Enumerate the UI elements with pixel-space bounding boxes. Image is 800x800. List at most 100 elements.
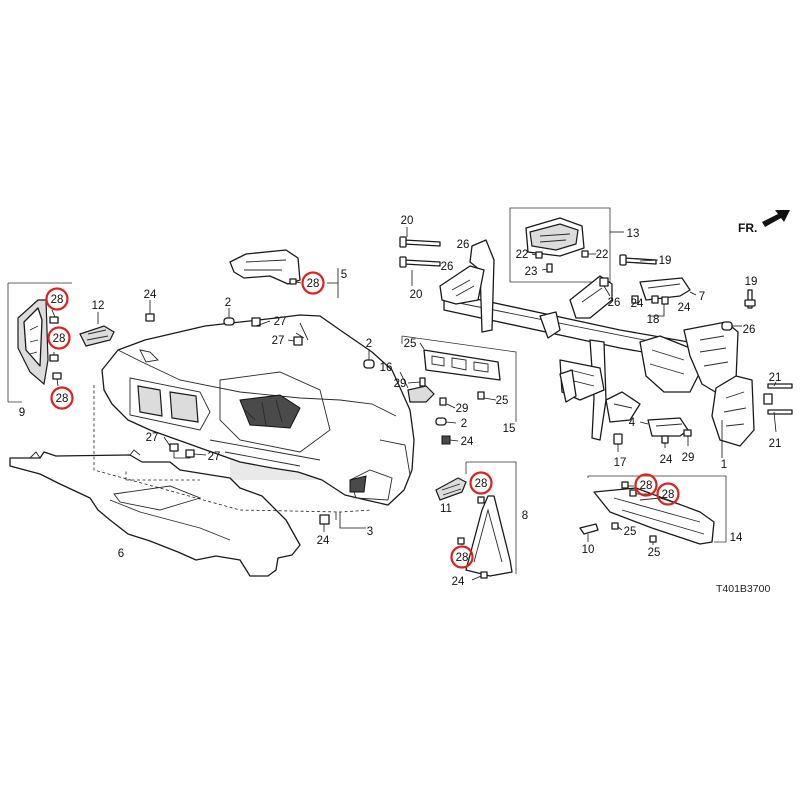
callout-number: 25 bbox=[496, 395, 509, 407]
part-15-center-bracket bbox=[399, 335, 517, 445]
callout-17: 17 bbox=[614, 457, 627, 469]
callout-28: 28 bbox=[634, 473, 658, 497]
part-7-bracket bbox=[599, 277, 697, 317]
callout-number: 28 bbox=[53, 333, 66, 345]
callout-25: 25 bbox=[496, 395, 509, 407]
highlight-ring bbox=[45, 287, 69, 311]
callout-22: 22 bbox=[516, 249, 529, 261]
part-3-dashboard bbox=[101, 314, 415, 506]
bolts-20 bbox=[399, 227, 441, 286]
callout-number: 22 bbox=[516, 249, 529, 261]
callout-3: 3 bbox=[367, 526, 373, 538]
callout-22: 22 bbox=[596, 249, 609, 261]
callout-number: 9 bbox=[19, 407, 25, 419]
callout-28: 28 bbox=[50, 386, 74, 410]
callout-number: 29 bbox=[682, 452, 695, 464]
callout-number: 20 bbox=[401, 215, 414, 227]
callout-number: 28 bbox=[640, 480, 653, 492]
callout-27: 27 bbox=[274, 316, 287, 328]
callout-number: 17 bbox=[614, 457, 627, 469]
callout-number: 25 bbox=[624, 526, 637, 538]
callout-number: 28 bbox=[475, 478, 488, 490]
callout-number: 23 bbox=[525, 266, 538, 278]
front-direction-label: FR. bbox=[738, 221, 757, 235]
callout-5: 5 bbox=[341, 269, 347, 281]
callout-14: 14 bbox=[730, 532, 743, 544]
small-fasteners-top bbox=[145, 300, 375, 369]
callout-4: 4 bbox=[629, 417, 636, 429]
callout-number: 3 bbox=[367, 526, 373, 538]
callout-number: 7 bbox=[699, 291, 705, 303]
callout-19: 19 bbox=[659, 255, 672, 267]
callout-19: 19 bbox=[745, 276, 758, 288]
callout-7: 7 bbox=[699, 291, 705, 303]
highlight-ring bbox=[469, 471, 493, 495]
highlight-ring bbox=[450, 545, 474, 569]
callout-26: 26 bbox=[608, 297, 621, 309]
callout-number: 26 bbox=[457, 239, 470, 251]
callout-25: 25 bbox=[624, 526, 637, 538]
callout-25: 25 bbox=[404, 338, 417, 350]
front-direction-arrow: FR. bbox=[738, 210, 790, 235]
callout-28: 28 bbox=[47, 326, 71, 350]
callout-24: 24 bbox=[660, 454, 673, 466]
callout-number: 27 bbox=[274, 316, 287, 328]
bolt-19-upper bbox=[619, 254, 659, 266]
callout-24: 24 bbox=[317, 535, 330, 547]
small-fasteners-left bbox=[163, 436, 330, 532]
callout-28: 28 bbox=[469, 471, 493, 495]
callout-number: 19 bbox=[659, 255, 672, 267]
callout-number: 24 bbox=[660, 454, 673, 466]
callout-24: 24 bbox=[461, 436, 474, 448]
callout-27: 27 bbox=[146, 432, 159, 444]
diagram-code: T401B3700 bbox=[716, 583, 770, 595]
callout-23: 23 bbox=[525, 266, 538, 278]
part-3-bracket bbox=[93, 385, 373, 513]
callout-number: 20 bbox=[410, 289, 423, 301]
callout-10: 10 bbox=[582, 544, 595, 556]
callout-2: 2 bbox=[366, 338, 372, 350]
callout-27: 27 bbox=[208, 451, 221, 463]
callout-number: 13 bbox=[627, 228, 640, 240]
callout-28: 28 bbox=[301, 271, 325, 295]
callout-11: 11 bbox=[440, 503, 452, 515]
callout-number: 24 bbox=[461, 436, 474, 448]
callout-number: 10 bbox=[582, 544, 595, 556]
callout-9: 9 bbox=[19, 407, 25, 419]
callout-number: 15 bbox=[503, 423, 516, 435]
callout-20: 20 bbox=[401, 215, 414, 227]
callout-number: 11 bbox=[440, 503, 452, 515]
callout-number: 25 bbox=[648, 547, 661, 559]
part-9-left-side-trim bbox=[7, 282, 72, 403]
callout-number: 2 bbox=[366, 338, 372, 350]
highlight-ring bbox=[301, 271, 325, 295]
callout-24: 24 bbox=[678, 302, 691, 314]
part-8-right-side-trim bbox=[457, 461, 517, 581]
callout-1: 1 bbox=[721, 459, 727, 471]
callout-number: 18 bbox=[647, 314, 660, 326]
callout-8: 8 bbox=[522, 510, 528, 522]
callout-number: 24 bbox=[144, 289, 157, 301]
callout-25: 25 bbox=[648, 547, 661, 559]
callout-number: 8 bbox=[522, 510, 528, 522]
callout-20: 20 bbox=[410, 289, 423, 301]
right-fasteners bbox=[721, 289, 793, 433]
callout-number: 21 bbox=[769, 372, 782, 384]
callout-number: 12 bbox=[92, 300, 105, 312]
callout-29: 29 bbox=[456, 403, 469, 415]
part-5-column-cover bbox=[229, 249, 339, 298]
highlight-ring bbox=[47, 326, 71, 350]
callout-number: 21 bbox=[769, 438, 782, 450]
callout-number: 25 bbox=[404, 338, 417, 350]
callout-number: 24 bbox=[452, 576, 465, 588]
part-6-lower-insulator bbox=[9, 449, 301, 577]
callout-number: 29 bbox=[456, 403, 469, 415]
callout-27: 27 bbox=[272, 335, 285, 347]
callout-number: 2 bbox=[461, 418, 467, 430]
callout-2: 2 bbox=[461, 418, 467, 430]
part-14-lower-cover bbox=[579, 475, 727, 545]
callout-29: 29 bbox=[682, 452, 695, 464]
callout-number: 24 bbox=[317, 535, 330, 547]
callout-number: 5 bbox=[341, 269, 347, 281]
